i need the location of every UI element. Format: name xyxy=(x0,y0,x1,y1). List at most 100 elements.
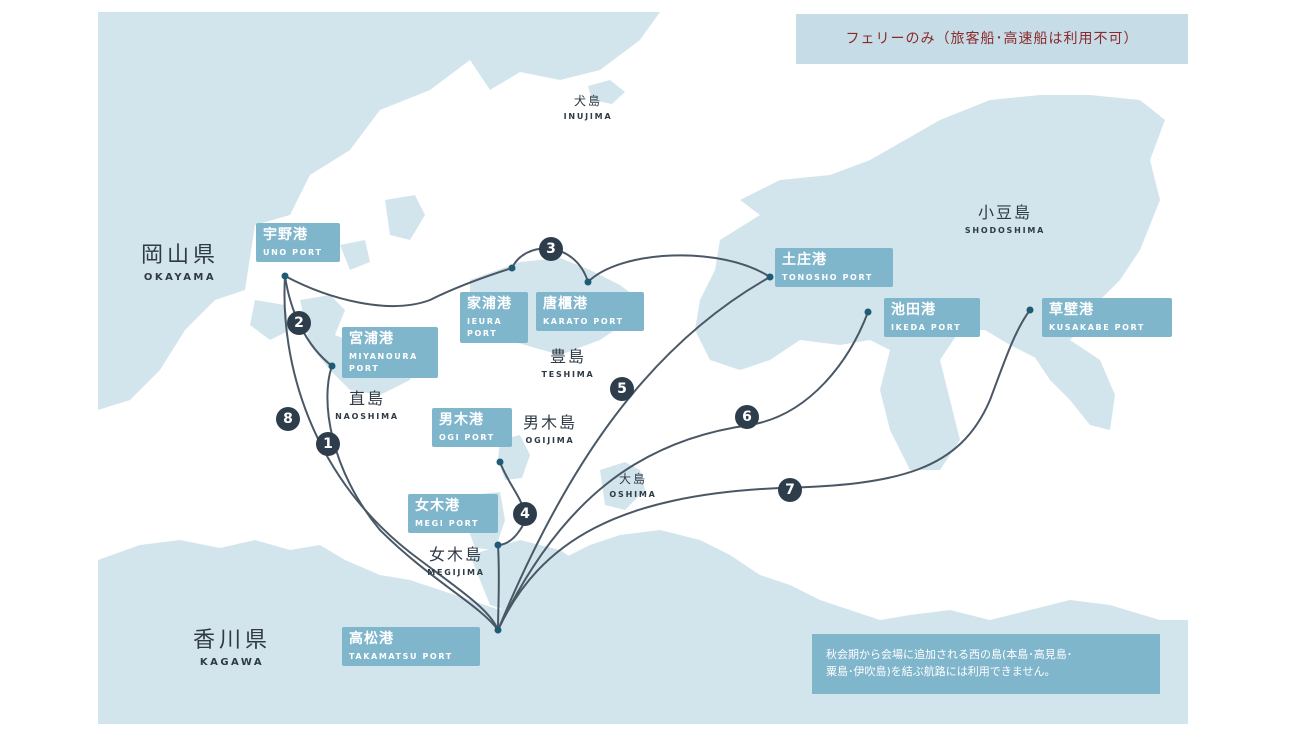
island-shodoshima: 小豆島 SHODOSHIMA xyxy=(950,199,1060,235)
island-shodoshima-jp: 小豆島 xyxy=(977,203,1032,222)
port-megi-jp: 女木港 xyxy=(415,498,460,514)
island-megijima-en: MEGIJIMA xyxy=(427,568,485,577)
island-teshima-jp: 豊島 xyxy=(549,347,586,366)
port-dot-kusakabe xyxy=(1026,306,1034,314)
island-shodoshima-en: SHODOSHIMA xyxy=(964,226,1046,235)
island-inujima-en: INUJIMA xyxy=(563,112,613,121)
island-oshima-en: OSHIMA xyxy=(609,490,657,499)
oshima-land xyxy=(600,462,645,510)
port-ikeda-jp: 池田港 xyxy=(891,302,936,318)
region-kagawa-jp: 香川県 xyxy=(192,628,271,653)
land-areas xyxy=(98,12,1188,724)
inujima-land xyxy=(588,80,625,104)
island-megijima-jp: 女木島 xyxy=(428,545,483,564)
route-badge-1[interactable]: 1 xyxy=(316,432,340,456)
region-okayama: 岡山県 OKAYAMA xyxy=(120,237,240,283)
island-inujima: 犬島 INUJIMA xyxy=(548,92,628,121)
port-ieura-en1: IEURA xyxy=(467,317,503,326)
port-karato-jp: 唐櫃港 xyxy=(543,296,588,312)
region-okayama-jp: 岡山県 xyxy=(140,243,219,268)
islet-north-2 xyxy=(340,240,370,270)
route-line-4 xyxy=(497,461,526,546)
island-teshima-en: TESHIMA xyxy=(541,370,595,379)
ferry-routes xyxy=(283,247,1031,631)
port-ogi-en: OGI PORT xyxy=(439,433,495,442)
route-badge-4[interactable]: 4 xyxy=(513,502,537,526)
port-ikeda-en: IKEDA PORT xyxy=(891,323,962,332)
port-ieura[interactable]: 家浦港 IEURA PORT xyxy=(460,292,528,343)
island-naoshima: 直島 NAOSHIMA xyxy=(332,385,402,421)
port-megi[interactable]: 女木港 MEGI PORT xyxy=(408,494,498,533)
port-kusakabe[interactable]: 草壁港 KUSAKABE PORT xyxy=(1042,298,1172,337)
island-ogijima-jp: 男木島 xyxy=(522,413,577,432)
region-kagawa: 香川県 KAGAWA xyxy=(172,622,292,668)
port-kusakabe-en: KUSAKABE PORT xyxy=(1049,323,1145,332)
port-uno-jp: 宇野港 xyxy=(263,227,308,243)
route-badge-7[interactable]: 7 xyxy=(778,478,802,502)
port-ogi-jp: 男木港 xyxy=(439,412,484,428)
route-badge-2[interactable]: 2 xyxy=(287,311,311,335)
route-badge-6[interactable]: 6 xyxy=(735,405,759,429)
port-dot-ogi xyxy=(496,458,504,466)
island-naoshima-jp: 直島 xyxy=(348,389,385,408)
port-tonosho-en: TONOSHO PORT xyxy=(782,273,873,282)
port-miyanoura-en2: PORT xyxy=(349,364,380,373)
port-megi-en: MEGI PORT xyxy=(415,519,480,528)
island-inujima-jp: 犬島 xyxy=(573,94,602,108)
ferry-only-note: フェリーのみ（旅客船･高速船は利用不可） xyxy=(796,14,1188,64)
port-dot-takamatsu xyxy=(494,626,502,634)
island-teshima: 豊島 TESHIMA xyxy=(528,343,608,379)
island-ogijima-en: OGIJIMA xyxy=(525,436,575,445)
port-dot-karato xyxy=(584,278,592,286)
islet-naoshima xyxy=(250,300,290,340)
west-islands-note: 秋会期から会場に追加される西の島(本島･高見島･ 粟島･伊吹島)を結ぶ航路には利… xyxy=(812,634,1160,694)
port-ikeda[interactable]: 池田港 IKEDA PORT xyxy=(884,298,980,337)
route-line-1 xyxy=(326,365,499,631)
route-line-5 xyxy=(497,276,771,631)
shodoshima-land xyxy=(695,95,1165,470)
port-karato[interactable]: 唐櫃港 KARATO PORT xyxy=(536,292,644,331)
island-naoshima-en: NAOSHIMA xyxy=(335,412,399,421)
port-takamatsu[interactable]: 高松港 TAKAMATSU PORT xyxy=(342,627,480,666)
port-ogi[interactable]: 男木港 OGI PORT xyxy=(432,408,512,447)
route-line-3c xyxy=(587,254,771,283)
route-badge-3[interactable]: 3 xyxy=(539,237,563,261)
port-kusakabe-jp: 草壁港 xyxy=(1049,302,1094,318)
port-tonosho[interactable]: 土庄港 TONOSHO PORT xyxy=(775,248,893,287)
west-islands-note-line1: 秋会期から会場に追加される西の島(本島･高見島･ xyxy=(826,648,1073,661)
route-line-8 xyxy=(283,275,499,631)
port-karato-en: KARATO PORT xyxy=(543,317,624,326)
port-dot-megi xyxy=(494,541,502,549)
shodoshima-east-cape xyxy=(1030,340,1115,430)
region-kagawa-en: KAGAWA xyxy=(199,657,265,668)
islet-north xyxy=(385,195,425,240)
port-uno[interactable]: 宇野港 UNO PORT xyxy=(256,223,340,262)
port-uno-en: UNO PORT xyxy=(263,248,323,257)
west-islands-note-line2: 粟島･伊吹島)を結ぶ航路には利用できません。 xyxy=(826,665,1056,678)
route-line-7 xyxy=(497,309,1031,631)
port-miyanoura[interactable]: 宮浦港 MIYANOURA PORT xyxy=(342,327,438,378)
port-dot-ikeda xyxy=(864,308,872,316)
port-takamatsu-en: TAKAMATSU PORT xyxy=(349,652,453,661)
island-oshima: 大島 OSHIMA xyxy=(598,470,668,499)
okayama-coast-east xyxy=(470,12,660,90)
route-badge-8[interactable]: 8 xyxy=(276,407,300,431)
region-okayama-en: OKAYAMA xyxy=(143,272,217,283)
route-line-3a xyxy=(284,267,513,307)
route-badge-5[interactable]: 5 xyxy=(610,377,634,401)
port-ieura-jp: 家浦港 xyxy=(467,296,512,312)
port-takamatsu-jp: 高松港 xyxy=(349,631,394,647)
port-miyanoura-en1: MIYANOURA xyxy=(349,352,418,361)
route-line-6 xyxy=(497,311,869,631)
island-oshima-jp: 大島 xyxy=(618,472,647,486)
okayama-mainland xyxy=(98,12,470,410)
kagawa-peninsula xyxy=(470,540,600,615)
port-dot-uno xyxy=(281,272,289,280)
route-line-4b xyxy=(497,544,500,631)
port-tonosho-jp: 土庄港 xyxy=(782,252,827,268)
port-ieura-en2: PORT xyxy=(467,329,498,338)
port-dot-tonosho xyxy=(766,273,774,281)
island-megijima: 女木島 MEGIJIMA xyxy=(416,541,496,577)
port-miyanoura-jp: 宮浦港 xyxy=(349,331,394,347)
